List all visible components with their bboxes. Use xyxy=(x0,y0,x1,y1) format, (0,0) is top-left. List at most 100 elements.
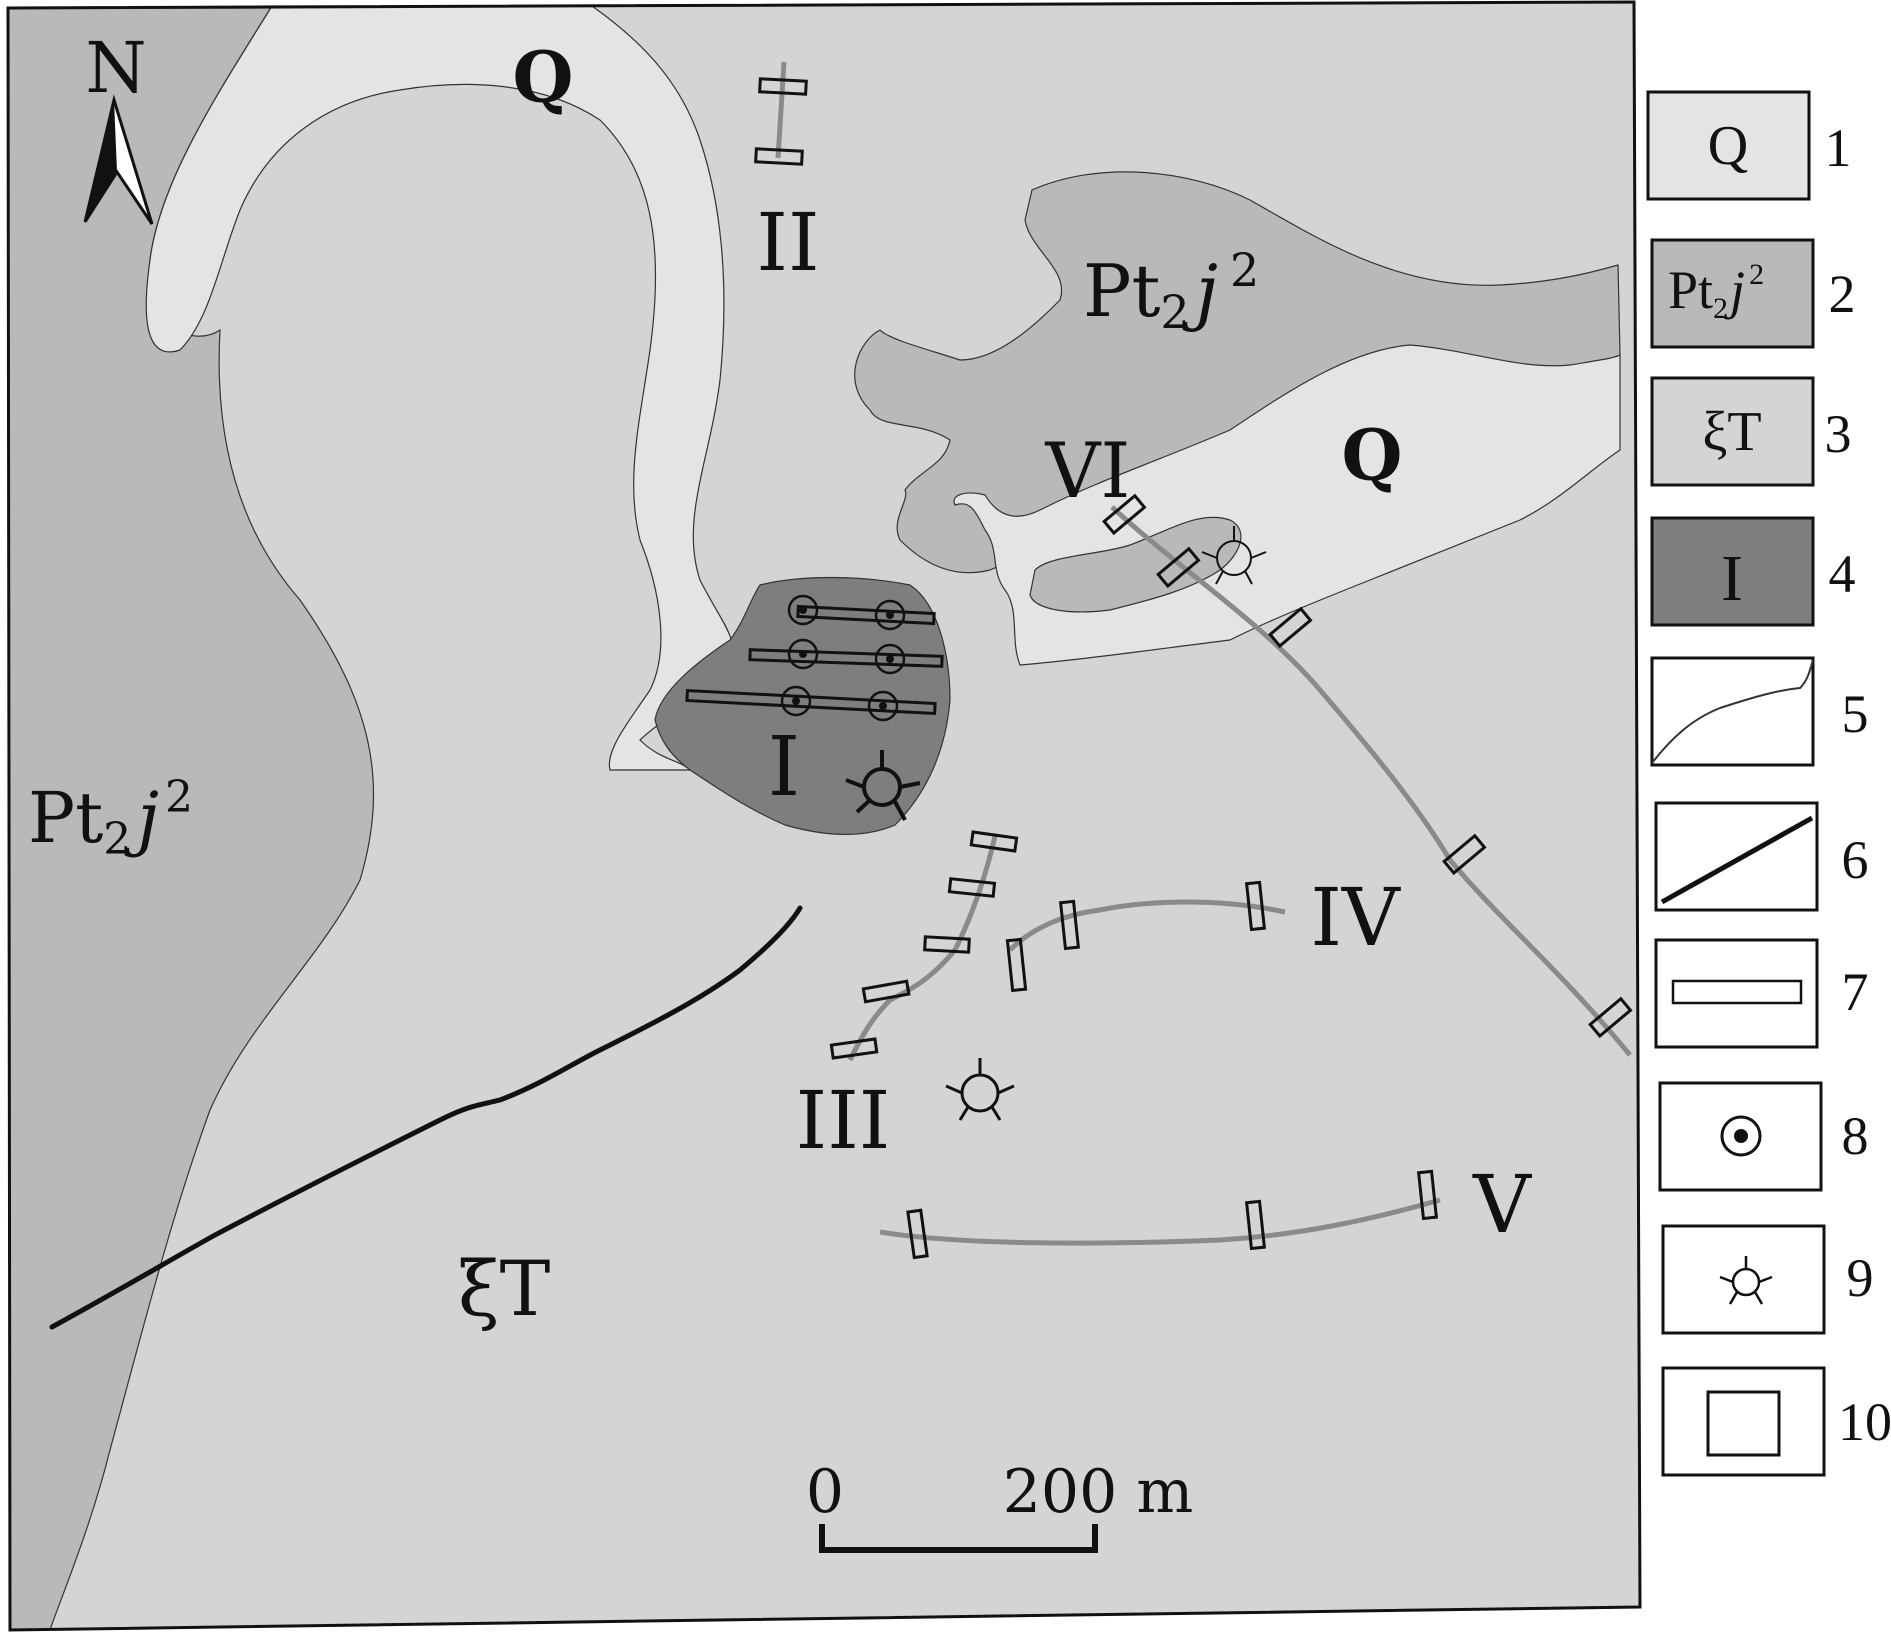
drill-hole-4[interactable] xyxy=(874,643,906,675)
trench-iv-1[interactable] xyxy=(1005,937,1028,993)
north-label: N xyxy=(85,27,146,109)
sample-point-orebody[interactable] xyxy=(845,750,921,821)
trench-iv-2[interactable] xyxy=(1058,899,1081,951)
legend-swatch-orebody xyxy=(1650,516,1815,627)
label-profile-ii: II xyxy=(756,196,819,289)
legend-swatch-pt xyxy=(1650,238,1815,349)
legend-number-1: 1 xyxy=(1825,118,1852,178)
unit-pt-inlier-area[interactable] xyxy=(1029,516,1242,613)
sample-points xyxy=(845,526,1267,1121)
drill-hole-2[interactable] xyxy=(874,599,906,631)
trench-iv-3[interactable] xyxy=(1244,880,1267,932)
trench-ii-1[interactable] xyxy=(758,77,808,96)
trench-iii-5[interactable] xyxy=(829,1037,879,1060)
orebody-trench-3[interactable] xyxy=(685,688,937,716)
trench-iii-3[interactable] xyxy=(923,935,971,954)
square-outline-icon xyxy=(1706,1390,1781,1457)
label-q-east: Q xyxy=(1342,414,1403,497)
trench-vi-4[interactable] xyxy=(1442,833,1487,876)
orebody-trench-1[interactable] xyxy=(796,604,936,626)
trench-vi-3[interactable] xyxy=(1268,606,1313,649)
legend-swatch-xi-t xyxy=(1650,376,1815,487)
legend-number-2: 2 xyxy=(1829,264,1856,324)
legend-item-8: 8 xyxy=(1658,1081,1869,1192)
fault-line[interactable] xyxy=(49,905,803,1330)
legend-item-1: Q 1 xyxy=(1646,90,1852,201)
legend-item-7: 7 xyxy=(1654,938,1869,1049)
map-frame xyxy=(6,0,1642,1632)
svg-text:Q: Q xyxy=(1708,115,1748,177)
trench-v-3[interactable] xyxy=(1416,1169,1439,1221)
label-profile-v: V xyxy=(1472,1158,1532,1251)
label-orebody-i: I xyxy=(768,720,800,815)
profile-line-iv[interactable] xyxy=(1008,899,1286,952)
legend-item-10: 10 xyxy=(1661,1366,1891,1477)
label-profile-iv: IV xyxy=(1310,871,1401,964)
boundary-curve-icon xyxy=(1651,659,1814,764)
profile-line-vi[interactable] xyxy=(1110,505,1632,1057)
profile-line-ii[interactable] xyxy=(775,61,787,159)
trench-vi-1[interactable] xyxy=(1102,493,1147,536)
orebody-trenches xyxy=(685,594,944,722)
trench-ii-2[interactable] xyxy=(754,147,804,166)
fault-line-icon xyxy=(1660,815,1814,905)
svg-text:ξT: ξT xyxy=(1702,401,1761,463)
scale-bar-start-label: 0 xyxy=(806,1457,844,1527)
legend-number-8: 8 xyxy=(1842,1106,1869,1166)
legend-item-6: 6 xyxy=(1654,801,1869,912)
orebody-trench-2[interactable] xyxy=(748,648,944,668)
legend-item-5: 5 xyxy=(1650,656,1869,767)
legend-item-3: ξT 3 xyxy=(1650,376,1852,487)
legend-number-6: 6 xyxy=(1842,830,1869,890)
trench-iii-1[interactable] xyxy=(969,830,1019,853)
drill-hole-6[interactable] xyxy=(867,690,899,722)
drill-hole-5[interactable] xyxy=(780,685,812,717)
trench-v-1[interactable] xyxy=(906,1208,929,1260)
trench-iii-2[interactable] xyxy=(947,877,997,898)
legend-swatch-q xyxy=(1646,90,1811,201)
trench-icon xyxy=(1671,979,1803,1005)
label-profile-iii: III xyxy=(796,1074,891,1167)
scale-bar-line xyxy=(819,1524,1098,1553)
sample-point-icon xyxy=(1719,1256,1773,1305)
scale-bar: 0 200 m xyxy=(806,1457,1194,1553)
label-xi-t: ξT xyxy=(458,1244,551,1333)
legend-number-10: 10 xyxy=(1838,1392,1891,1452)
map-border xyxy=(6,0,1642,1632)
profile-lines xyxy=(775,61,1632,1246)
legend-number-3: 3 xyxy=(1825,404,1852,464)
profile-line-v[interactable] xyxy=(879,1197,1441,1246)
drill-hole-1[interactable] xyxy=(787,594,819,626)
legend-item-4: I 4 xyxy=(1650,516,1856,627)
legend-item-9: 9 xyxy=(1661,1224,1874,1335)
drill-hole-centers xyxy=(792,606,894,710)
drill-holes xyxy=(780,594,906,722)
svg-text:I: I xyxy=(1721,542,1743,615)
scale-bar-end-label: 200 m xyxy=(1003,1457,1194,1527)
legend-number-9: 9 xyxy=(1847,1248,1874,1308)
sample-point-south[interactable] xyxy=(945,1058,1015,1121)
trench-vi-5[interactable] xyxy=(1588,996,1633,1039)
legend-number-7: 7 xyxy=(1842,962,1869,1022)
label-profile-vi: VI xyxy=(1045,426,1131,515)
label-q-north: Q xyxy=(513,36,574,119)
drill-hole-icon xyxy=(1720,1115,1762,1157)
trench-vi-2[interactable] xyxy=(1156,546,1201,589)
legend-number-5: 5 xyxy=(1842,684,1869,744)
legend-number-4: 4 xyxy=(1829,544,1856,604)
trench-iii-4[interactable] xyxy=(861,979,911,1004)
north-arrow: N xyxy=(83,27,154,225)
sample-point-north[interactable] xyxy=(1201,526,1267,585)
profile-labels: II III IV V VI xyxy=(756,196,1532,1251)
trench-v-2[interactable] xyxy=(1244,1199,1267,1251)
drill-hole-3[interactable] xyxy=(787,638,819,670)
trenches xyxy=(754,77,1633,1260)
profile-line-iii[interactable] xyxy=(847,835,998,1062)
